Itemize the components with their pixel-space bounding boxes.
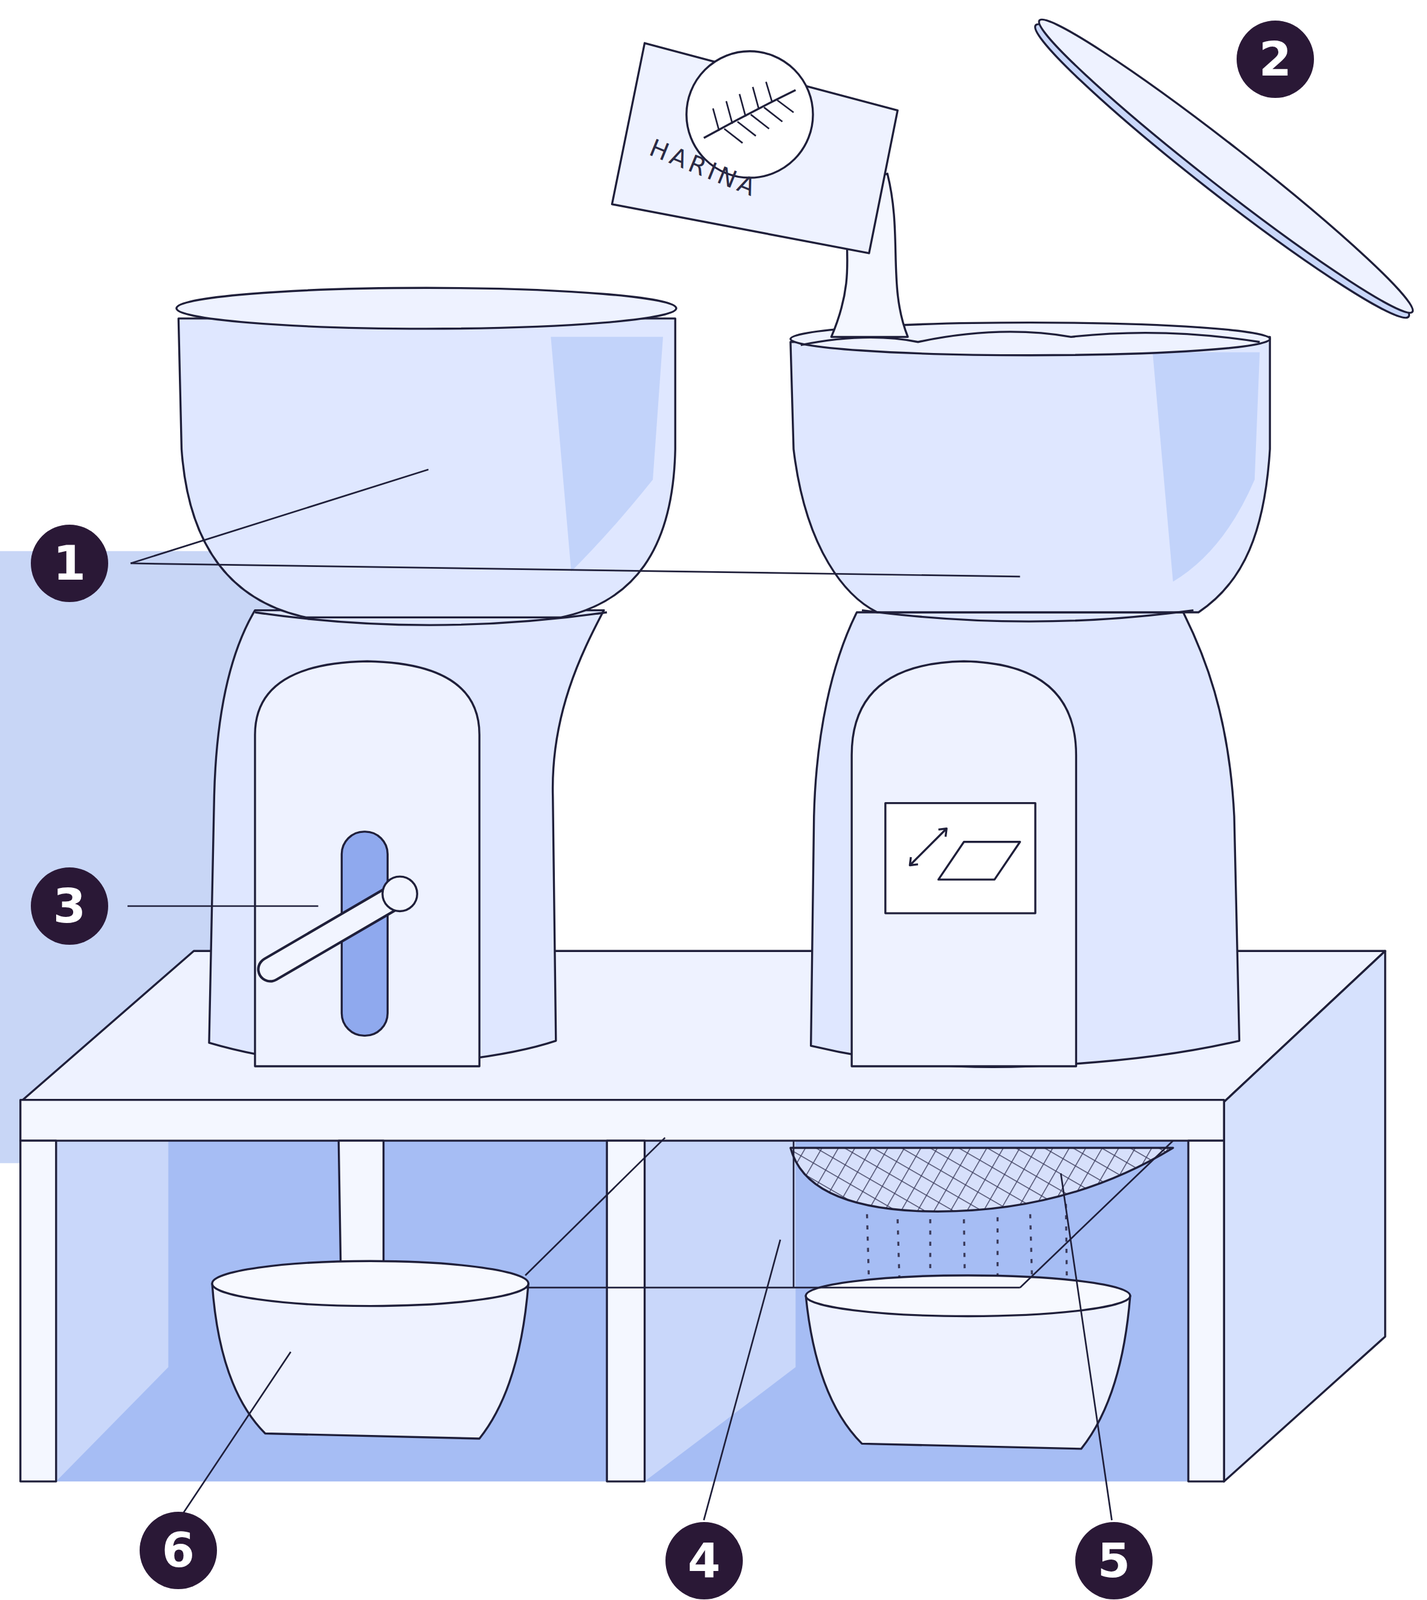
callout-number: 6	[139, 1511, 217, 1589]
callout-number: 5	[1075, 1521, 1153, 1600]
callout-number: 3	[30, 867, 109, 945]
callout-number: 2	[1236, 20, 1314, 98]
callout-number: 4	[665, 1521, 743, 1600]
callout-number: 1	[30, 524, 109, 602]
